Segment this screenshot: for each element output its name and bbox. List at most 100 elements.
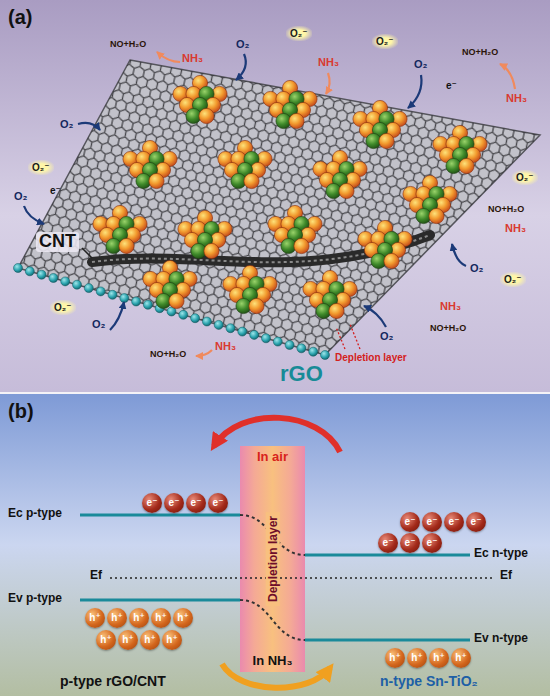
level-label: Ec p-type: [8, 507, 62, 520]
level-label: Ef: [500, 569, 512, 582]
condition-label: In air: [240, 450, 305, 464]
product-label: NO+H₂O: [488, 205, 524, 215]
tio2-sphere: [289, 113, 304, 128]
nanoparticle-cluster: [178, 210, 232, 258]
rgo-bead: [285, 341, 294, 350]
electron-label: e⁻: [427, 538, 438, 548]
nanoparticle-cluster: [173, 75, 227, 123]
tio2-sphere: [294, 238, 309, 253]
leader-line: [336, 327, 345, 349]
illustration-part: [500, 64, 515, 89]
hole-sphere: h⁺: [151, 608, 171, 628]
electron-label: e⁻: [383, 538, 394, 548]
gas-label: O₂: [380, 330, 393, 342]
rgo-bead: [132, 297, 141, 306]
hole-label: h⁺: [411, 653, 422, 663]
gas-label: NH₃: [505, 222, 526, 234]
product-label: NO+H₂O: [430, 324, 466, 334]
hole-sphere: h⁺: [96, 630, 116, 650]
ion-label: O₂⁻: [28, 160, 54, 175]
hole-sphere: h⁺: [140, 630, 160, 650]
ion-label: O₂⁻: [500, 272, 526, 287]
hole-label: h⁺: [133, 613, 144, 623]
rgo-bead: [49, 274, 58, 283]
rgo-bead: [96, 287, 105, 296]
rgo-bead: [14, 264, 23, 273]
gas-label: NH₃: [440, 300, 461, 312]
gas-label: O₂: [60, 118, 73, 130]
graphene-lattice: [18, 60, 540, 355]
rgo-bead: [309, 347, 318, 356]
level-label: Ev p-type: [8, 592, 62, 605]
band-title: Depletion layer: [265, 512, 279, 606]
illustration-part: [326, 73, 330, 94]
graphene-sheet: [18, 60, 540, 355]
tio2-sphere: [119, 238, 134, 253]
electron-label: e⁻: [449, 517, 460, 527]
gas-label: O₂: [236, 38, 249, 50]
nanoparticle-cluster: [143, 260, 197, 308]
electron-sphere: e⁻: [422, 512, 442, 532]
illustration-part: [80, 514, 240, 517]
illustration-part: [408, 75, 421, 108]
material-label: rGO: [280, 362, 323, 386]
electron-sphere: e⁻: [142, 493, 162, 513]
gas-label: O₂: [14, 190, 27, 202]
rgo-beads: [14, 264, 330, 360]
rgo-bead: [191, 314, 200, 323]
electron-label: e⁻: [191, 498, 202, 508]
rgo-bead: [321, 351, 330, 360]
electron-label: e⁻: [405, 538, 416, 548]
material-label: CNT: [36, 232, 79, 252]
illustration-part: [78, 123, 100, 130]
gas-label: NH₃: [506, 92, 527, 104]
nanoparticle-cluster: [93, 205, 147, 253]
hole-label: h⁺: [166, 635, 177, 645]
electron-sphere: e⁻: [164, 493, 184, 513]
tio2-sphere: [384, 253, 399, 268]
nanoparticle-cluster: [403, 175, 457, 223]
leader-line: [82, 248, 92, 258]
rgo-bead: [25, 267, 34, 276]
electron-sphere: e⁻: [400, 512, 420, 532]
rgo-bead: [37, 270, 46, 279]
nanoparticle-cluster: [218, 140, 272, 188]
tio2-sphere: [199, 108, 214, 123]
rgo-bead: [214, 320, 223, 329]
illustration-part: [80, 599, 240, 602]
hole-label: h⁺: [122, 635, 133, 645]
nanoparticle-cluster: [358, 220, 412, 268]
illustration-part: [157, 52, 180, 62]
rgo-bead: [202, 317, 211, 326]
rgo-bead: [179, 310, 188, 319]
illustration-part: [305, 554, 470, 557]
gas-label: O₂: [414, 58, 427, 70]
depletion-band: In airDepletion layer In NH₃: [240, 446, 305, 672]
ammonia-arrows: [157, 52, 515, 356]
illustration-part: [196, 350, 212, 356]
hole-sphere: h⁺: [173, 608, 193, 628]
tio2-sphere: [204, 243, 219, 258]
material-label: n-type Sn-TiO₂: [380, 674, 478, 689]
electron-label: e⁻: [471, 517, 482, 527]
level-label: Ev n-type: [474, 632, 528, 645]
rgo-bead: [250, 330, 259, 339]
electron-sphere: e⁻: [378, 533, 398, 553]
tio2-sphere: [244, 173, 259, 188]
tio2-sphere: [249, 298, 264, 313]
illustration-part: [364, 306, 386, 327]
hole-sphere: h⁺: [451, 648, 471, 668]
panel-letter: (a): [8, 6, 32, 28]
hole-sphere: h⁺: [385, 648, 405, 668]
sn-tio2-clusters: [93, 75, 487, 318]
hole-sphere: h⁺: [118, 630, 138, 650]
tio2-sphere: [169, 293, 184, 308]
hole-sphere: h⁺: [85, 608, 105, 628]
ion-label: O₂⁻: [372, 34, 398, 49]
rgo-bead: [238, 327, 247, 336]
gas-label: NH₃: [182, 52, 203, 64]
condition-label: In NH₃: [240, 654, 305, 668]
tio2-sphere: [429, 208, 444, 223]
rgo-bead: [61, 277, 70, 286]
hole-sphere: h⁺: [407, 648, 427, 668]
